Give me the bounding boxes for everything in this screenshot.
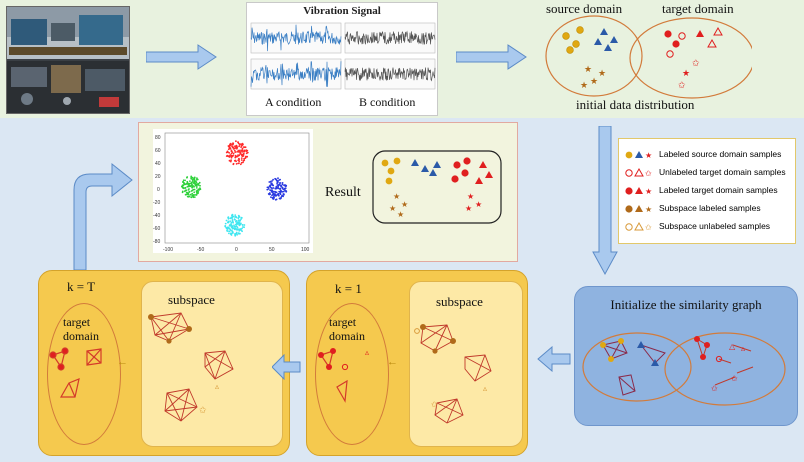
arrow-stage-1-to-t	[272, 354, 301, 380]
a-condition-label: A condition	[265, 95, 322, 109]
source-domain-label: source domain	[546, 1, 623, 16]
arrow-to-distribution	[456, 44, 527, 70]
initial-distribution-caption: initial data distribution	[576, 97, 695, 112]
stage-k-1-target-label-1: target	[329, 315, 357, 329]
x-tick: -100	[163, 247, 173, 253]
x-tick: 50	[269, 247, 275, 253]
stage-k-t-label: k = T	[67, 279, 96, 294]
stage-k-t-subspace-label: subspace	[168, 292, 215, 307]
svg-text:★: ★	[475, 200, 482, 209]
target-points: ★ ✩ ✩	[664, 26, 723, 90]
legend-item-labeled-target: Labeled target domain samples	[659, 185, 778, 195]
b-condition-label: B condition	[359, 95, 416, 109]
svg-text:★: ★	[682, 68, 690, 78]
legend-item-labeled-source: Labeled source domain samples	[659, 149, 782, 159]
stage-k-1-target-ellipse	[315, 303, 389, 445]
stage-k-t-subspace: subspace	[141, 281, 283, 447]
stage-k-1-label: k = 1	[335, 281, 362, 296]
svg-text:✩: ✩	[731, 374, 738, 383]
svg-text:★: ★	[467, 192, 474, 201]
result-label: Result	[325, 185, 361, 200]
result-panel: -100 -50 0 50 100 80 60 40 20 0 -20 -40 …	[138, 122, 518, 262]
svg-text:★: ★	[393, 192, 400, 201]
svg-text:▵: ▵	[365, 348, 369, 357]
y-tick: 20	[155, 174, 161, 180]
y-tick: 0	[157, 187, 160, 193]
arrow-up-to-result	[73, 162, 133, 271]
y-tick: 80	[155, 135, 161, 141]
source-gold-points	[562, 26, 584, 54]
svg-text:★: ★	[590, 76, 598, 86]
svg-text:✩: ✩	[711, 384, 718, 393]
stage-k-t-target-ellipse	[47, 303, 121, 445]
arrow-graph-to-stage-1	[537, 346, 571, 372]
legend-box: ★ ✩ ★ ★ ✩ Labeled source domain samples …	[618, 138, 796, 244]
init-similarity-graph-panel: Initialize the similarity graph △ ▵ ✩ ✩	[574, 286, 798, 426]
svg-text:←: ←	[117, 356, 128, 368]
stage-k-t-target-label-1: target	[63, 315, 91, 329]
vibration-signal-panel: Vibration Signal A condition B condition	[246, 2, 438, 116]
svg-text:✩: ✩	[692, 58, 700, 68]
svg-text:★: ★	[645, 151, 652, 160]
svg-text:★: ★	[465, 204, 472, 213]
svg-text:★: ★	[397, 210, 404, 219]
svg-text:✩: ✩	[431, 400, 438, 409]
stage-k-t-graphs: ← ▵ ✩	[49, 312, 234, 422]
test-rig-photo	[6, 6, 130, 114]
svg-text:★: ★	[645, 205, 652, 214]
legend-item-unlabeled-target: Unlabeled target domain samples	[659, 167, 786, 177]
svg-text:★: ★	[389, 204, 396, 213]
y-tick: -60	[153, 226, 160, 232]
svg-text:✩: ✩	[645, 223, 652, 232]
cluster-blue	[266, 177, 288, 201]
tsne-scatter-plot: -100 -50 0 50 100 80 60 40 20 0 -20 -40 …	[153, 129, 313, 253]
vibration-waveforms	[250, 22, 436, 90]
cluster-cyan	[224, 213, 246, 237]
stage-k-1-subspace: subspace	[409, 281, 523, 447]
stage-k-1-box: k = 1 subspace target domain ▵ ← ▵ ✩	[306, 270, 528, 456]
y-tick: 60	[155, 148, 161, 154]
x-tick: 0	[235, 247, 238, 253]
svg-text:△: △	[729, 342, 736, 351]
target-domain-label: target domain	[662, 1, 734, 16]
init-graph-diagram: △ ▵ ✩ ✩	[582, 332, 786, 406]
svg-text:▵: ▵	[741, 344, 745, 353]
y-tick: -40	[153, 213, 160, 219]
svg-text:★: ★	[584, 64, 592, 74]
svg-text:★: ★	[401, 200, 408, 209]
stage-k-1-graphs: ▵ ← ▵ ✩	[318, 324, 492, 424]
y-tick: 40	[155, 161, 161, 167]
svg-text:✩: ✩	[678, 80, 686, 90]
svg-text:✩: ✩	[645, 169, 652, 178]
svg-text:★: ★	[598, 68, 606, 78]
source-brown-stars: ★★★★	[580, 64, 606, 90]
vibration-title: Vibration Signal	[303, 5, 381, 17]
x-tick: 100	[301, 247, 310, 253]
svg-text:▵: ▵	[483, 384, 487, 393]
legend-item-subspace-labeled: Subspace labeled samples	[659, 203, 761, 213]
stage-k-t-box: k = T subspace target domain ← ▵ ✩	[38, 270, 290, 456]
svg-text:▵: ▵	[215, 382, 219, 391]
cluster-red	[225, 140, 249, 166]
y-tick: -80	[153, 239, 160, 245]
svg-text:✩: ✩	[199, 405, 207, 415]
initial-distribution-diagram: ★★★★ ★ ✩ ✩	[545, 15, 752, 99]
stage-k-1-target-label-2: domain	[329, 329, 365, 343]
stage-k-t-target-label-2: domain	[63, 329, 99, 343]
source-blue-triangles	[594, 28, 618, 51]
svg-text:★: ★	[580, 80, 588, 90]
y-tick: -20	[153, 200, 160, 206]
result-mini-distribution: ★★ ★★ ★★ ★	[372, 150, 502, 224]
arrow-to-vibration	[146, 44, 217, 70]
svg-text:★: ★	[645, 187, 652, 196]
legend-item-subspace-unlabeled: Subspace unlabeled samples	[659, 221, 771, 231]
init-graph-title: Initialize the similarity graph	[610, 297, 762, 312]
stage-k-1-subspace-label: subspace	[436, 294, 483, 309]
x-tick: -50	[197, 247, 204, 253]
arrow-down-to-graph	[592, 126, 618, 276]
legend-symbols: ★ ✩ ★ ★ ✩	[625, 151, 652, 232]
cluster-green	[180, 175, 202, 199]
svg-text:←: ←	[387, 356, 398, 368]
